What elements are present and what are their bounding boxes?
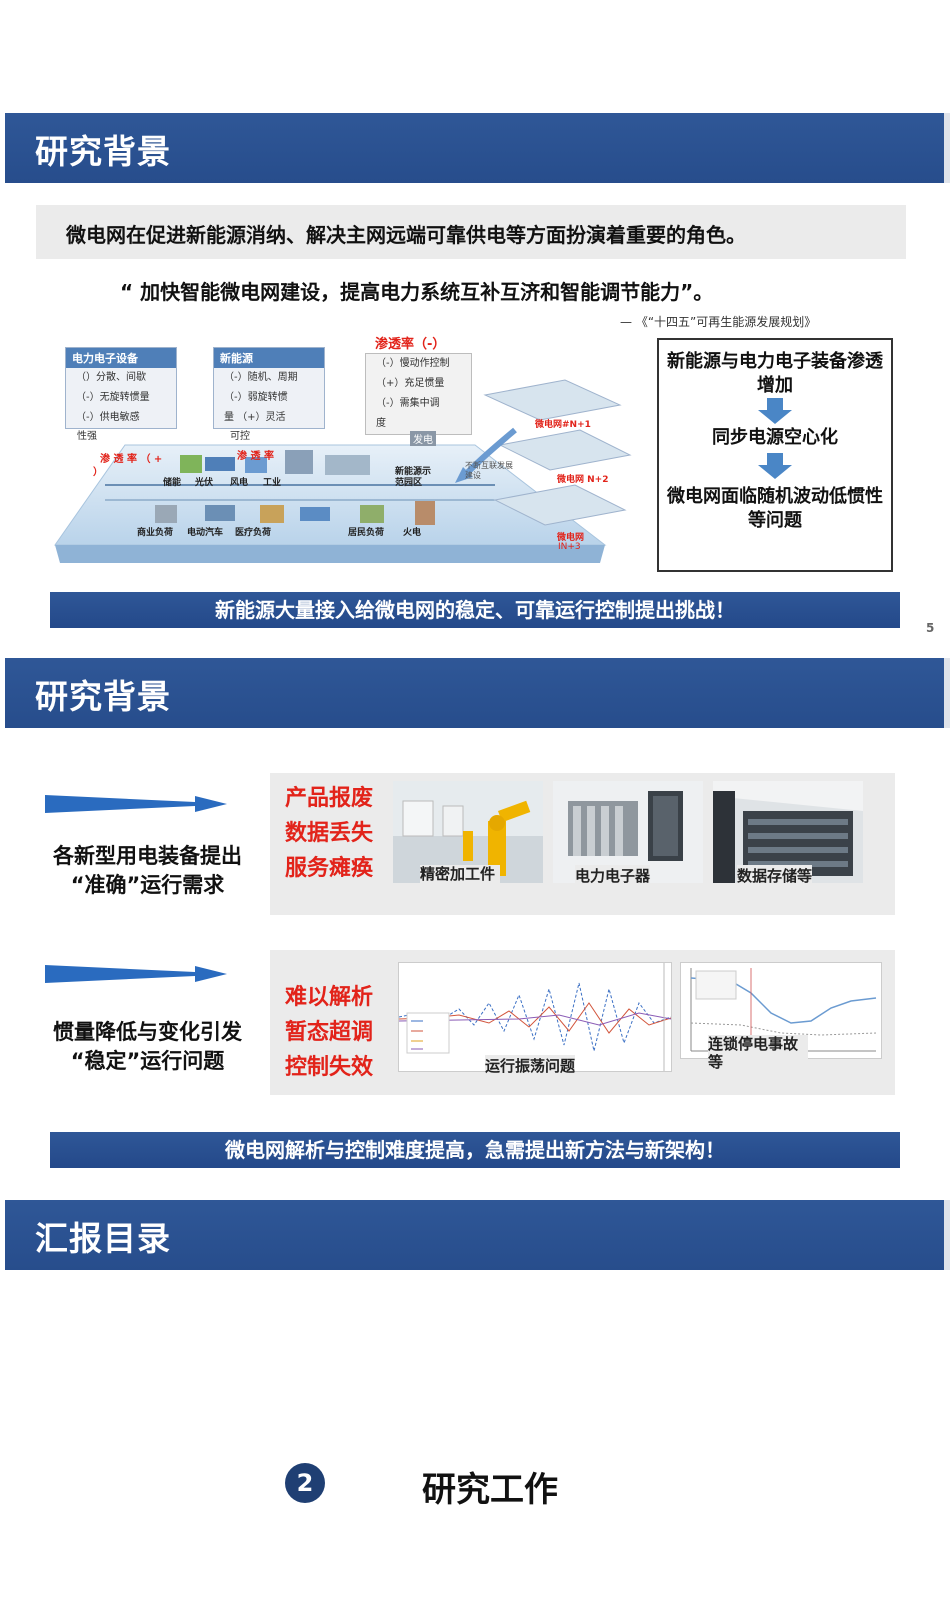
label-wind: 风电 [230, 478, 249, 488]
card-new-energy: 新能源 （-）随机、周期 （-）弱旋转惯 量 （+）灵活 [213, 347, 325, 429]
policy-quote: “ 加快智能微电网建设，提高电力系统互补互济和智能调节能力”。 [120, 280, 714, 304]
statement-text: 微电网在促进新能源消纳、解决主网远端可靠供电等方面扮演着重要的角色。 [66, 223, 746, 247]
penetration-title-text: 渗透率（-） [375, 337, 446, 352]
label-medical: 医疗负荷 [235, 528, 272, 538]
quote-source: — 《“十四五”可再生能源发展规划》 [620, 315, 817, 329]
label-grid-3: 微电网 [557, 533, 585, 543]
card-row: （-）需集中调 [376, 398, 440, 409]
label-pv: 光伏 [195, 478, 214, 488]
penetration-left: 渗 透 率 （ + [100, 454, 163, 465]
arrow-right-icon [45, 965, 227, 983]
method-banner: 微电网解析与控制难度提高，急需提出新方法与新架构！ [50, 1132, 900, 1168]
card-foot: 可控 [230, 431, 250, 442]
label-expand: 不断互联发展建设 [465, 461, 513, 480]
card-row: （-）随机、周期 [224, 372, 298, 383]
challenge-banner: 新能源大量接入给微电网的稳定、可靠运行控制提出挑战！ [50, 592, 900, 628]
label-demo-zone: 新能源示范园区 [395, 467, 432, 488]
label-ev: 电动汽车 [187, 528, 224, 538]
stability-consequences: 难以解析 暂态超调 控制失效 [285, 980, 373, 1085]
card-row: （-）供电敏感 [76, 412, 140, 423]
consequence-item: 服务瘫痪 [285, 856, 374, 881]
accuracy-consequences: 产品报废 数据丢失 服务瘫痪 [285, 781, 373, 886]
label-residential: 居民负荷 [348, 528, 385, 538]
flow-step-3: 微电网面临随机波动低惯性等问题 [667, 486, 883, 531]
accuracy-label: 各新型用电装备提出 “准确”运行需求 [35, 842, 260, 900]
flow-box: 新能源与电力电子装备渗透增加 同步电源空心化 微电网面临随机波动低惯性等问题 [657, 338, 893, 572]
section-title: 研究背景 [35, 677, 171, 716]
card-row: （）分散、间歇 [76, 372, 146, 383]
arrow-down-icon [758, 398, 792, 424]
oscillation-plot-image [398, 962, 672, 1072]
label-grid-3b: IN+3 [558, 542, 581, 552]
flow-step-2: 同步电源空心化 [712, 427, 838, 448]
generation-label: 发电 [410, 431, 436, 446]
page-number: 5 [926, 621, 935, 635]
penetration-mid: 渗 透 率 [237, 451, 274, 462]
penetration-title: 渗透率（-） [375, 333, 445, 352]
number-badge: 2 [285, 1463, 325, 1503]
section-header-3: 汇报目录 [5, 1200, 950, 1270]
card-row: （-）弱旋转惯 [224, 392, 288, 403]
bar-edge [944, 113, 950, 183]
caption-precision: 精密加工件 [420, 865, 500, 883]
number-badge-text: 2 [296, 1469, 314, 1497]
section-title: 汇报目录 [35, 1219, 171, 1258]
card-foot: 性强 [77, 431, 97, 442]
microgrid-diagram: 电力电子设备 （）分散、间歇 （-）无旋转惯量 （-）供电敏感 性强 新能源 （… [45, 325, 640, 580]
statement-box: 微电网在促进新能源消纳、解决主网远端可靠供电等方面扮演着重要的角色。 [36, 205, 906, 259]
label-commercial: 商业负荷 [137, 528, 174, 538]
caption-blackout: 连锁停电事故等 [708, 1035, 808, 1071]
accuracy-panel: 产品报废 数据丢失 服务瘫痪 [270, 773, 895, 915]
card-title: 新能源 [214, 348, 324, 368]
card-row: （-）无旋转惯量 [76, 392, 150, 403]
bar-edge [944, 1200, 950, 1270]
bar-edge [944, 658, 950, 728]
label-line: 惯量降低与变化引发 [53, 1020, 242, 1044]
label-grid-2: 微电网 N+2 [557, 475, 609, 485]
caption-oscillation: 运行振荡问题 [485, 1055, 576, 1076]
card-row: （+）充足惯量 [376, 378, 445, 389]
card-row: 量 （+）灵活 [224, 412, 286, 423]
consequence-item: 难以解析 [285, 985, 374, 1010]
card-title: 电力电子设备 [66, 348, 176, 368]
label-storage: 储能 [163, 478, 182, 488]
caption-power-electronics: 电力电子器 [575, 865, 651, 886]
label-line: “稳定”运行问题 [70, 1049, 225, 1073]
flow-step-1: 新能源与电力电子装备渗透增加 [667, 351, 883, 396]
consequence-item: 控制失效 [285, 1055, 374, 1080]
label-thermal: 火电 [403, 528, 422, 538]
microgrid-illustration [54, 379, 632, 563]
card-penetration: （-）慢动作控制 （+）充足惯量 （-）需集中调 度 [365, 353, 472, 435]
penetration-left-close: ） [93, 467, 103, 478]
label-industry: 工业 [263, 478, 282, 488]
label-line: 各新型用电装备提出 [53, 844, 242, 868]
section-header-2: 研究背景 [5, 658, 950, 728]
consequence-item: 数据丢失 [285, 821, 374, 846]
label-grid-1: 微电网#N+1 [535, 420, 591, 430]
section-title: 研究背景 [35, 132, 171, 171]
stability-panel: 难以解析 暂态超调 控制失效 运行振荡问题 连锁停电事故等 [270, 950, 895, 1095]
arrow-down-icon [758, 453, 792, 479]
caption-data-storage: 数据存储等 [737, 865, 813, 886]
consequence-item: 暂态超调 [285, 1020, 374, 1045]
label-line: “准确”运行需求 [70, 873, 225, 897]
card-row: （-）慢动作控制 [376, 358, 450, 369]
section-header-1: 研究背景 [5, 113, 950, 183]
toc-item-research-work[interactable]: 研究工作 [422, 1470, 558, 1510]
stability-label: 惯量降低与变化引发 “稳定”运行问题 [35, 1018, 260, 1076]
consequence-item: 产品报废 [285, 786, 374, 811]
card-row: 度 [376, 418, 386, 429]
card-power-electronics: 电力电子设备 （）分散、间歇 （-）无旋转惯量 （-）供电敏感 [65, 347, 177, 429]
arrow-right-icon [45, 795, 227, 813]
